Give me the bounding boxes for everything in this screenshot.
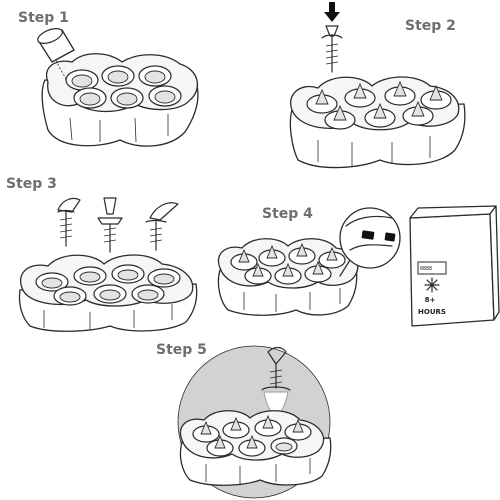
step-2-panel: Step 2 (289, 2, 466, 169)
popsicle-stick-icon (57, 197, 81, 247)
step-1-label: Step 1 (18, 10, 69, 26)
zoom-callout-icon (339, 207, 401, 277)
step-3-label: Step 3 (6, 176, 57, 192)
step-4-label: Step 4 (262, 206, 313, 222)
popsicle-stick-icon (145, 202, 179, 251)
down-arrow-icon (324, 2, 340, 22)
step-4-panel: Step 4 (217, 205, 500, 327)
popsicle-stick-icon (97, 197, 123, 253)
step-2-tray (289, 76, 466, 169)
step-4-tray (217, 238, 359, 316)
step-3-panel: Step 3 (6, 176, 198, 332)
freezer-icon: 8888 8+ HOURS (409, 205, 500, 327)
step-3-tray (18, 254, 198, 332)
freezer-duration: 8+ (425, 296, 436, 304)
step-2-label: Step 2 (405, 18, 456, 34)
step-5-panel: Step 5 (156, 342, 332, 499)
step-1-tray (41, 53, 199, 147)
step-5-label: Step 5 (156, 342, 207, 358)
snowflake-icon (424, 277, 440, 293)
step-1-panel: Step 1 (18, 10, 199, 147)
svg-text:8888: 8888 (420, 266, 432, 272)
popsicle-stick-icon (321, 25, 343, 73)
step-5-tray (179, 410, 332, 486)
freezer-duration-unit: HOURS (418, 308, 446, 316)
pouring-cup-icon (37, 28, 75, 81)
